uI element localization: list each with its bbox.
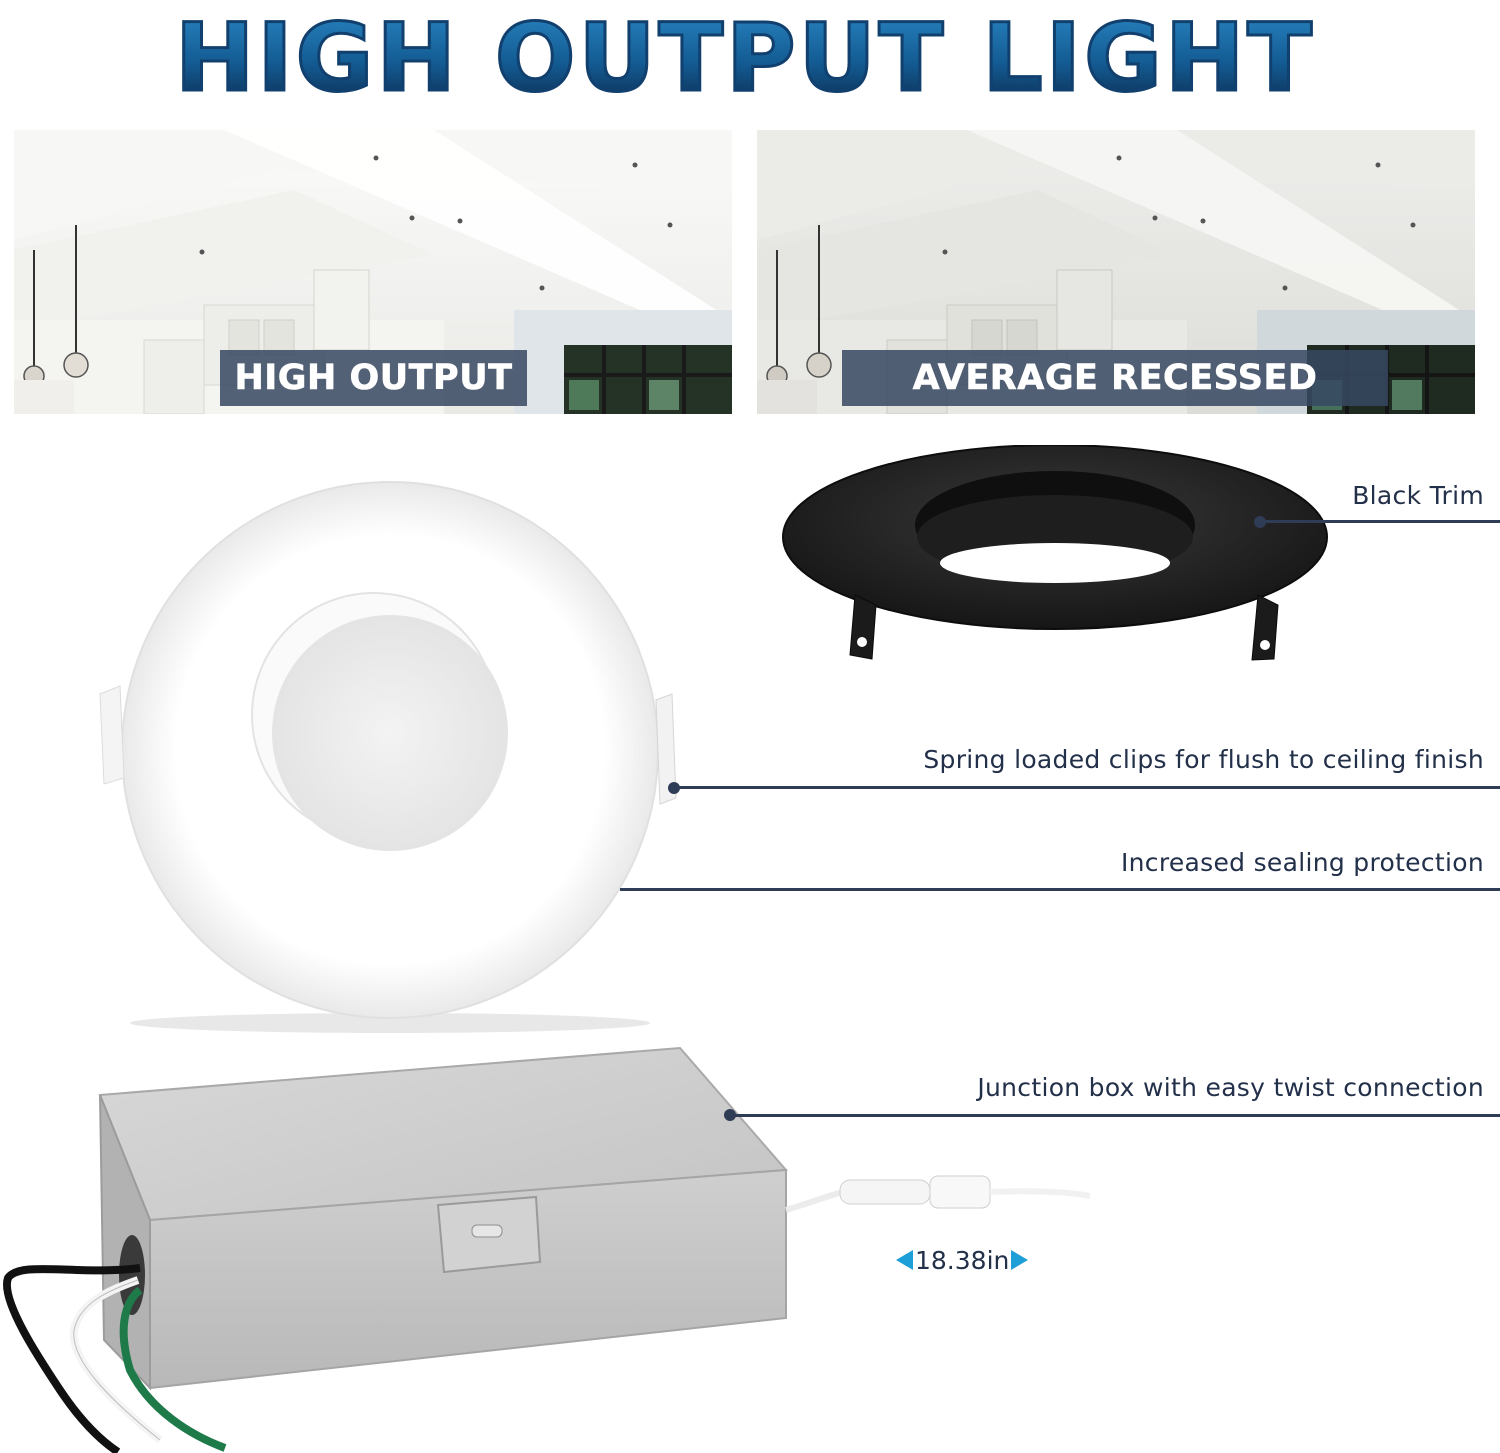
black-trim-image	[782, 445, 1328, 661]
high-output-badge: HIGH OUTPUT	[220, 350, 527, 406]
triangle-left-icon	[896, 1250, 913, 1270]
sealing-label: Increased sealing protection	[1120, 848, 1484, 877]
black-trim-marker	[1254, 516, 1266, 528]
sealing-leader	[620, 888, 1500, 891]
spring-clips-label: Spring loaded clips for flush to ceiling…	[923, 745, 1484, 774]
black-trim-leader	[1261, 520, 1500, 523]
junction-box-label: Junction box with easy twist connection	[977, 1073, 1484, 1102]
headline-text: HIGH OUTPUT LIGHT	[175, 4, 1315, 113]
spring-clips-leader	[674, 786, 1500, 789]
junction-box-marker	[724, 1109, 736, 1121]
cable-length-value: 18.38in	[915, 1245, 1010, 1275]
black-trim-label: Black Trim	[1352, 481, 1484, 510]
downlight-image	[99, 481, 677, 1033]
junction-box-image	[2, 1046, 1090, 1453]
high-output-photo	[14, 130, 732, 414]
headline: HIGH OUTPUT LIGHT	[174, 3, 1315, 115]
average-lights-badge: AVERAGE RECESSED LIGHTS	[842, 350, 1388, 454]
triangle-right-icon	[1011, 1250, 1029, 1270]
spring-clips-marker	[668, 782, 680, 794]
junction-box-leader	[730, 1114, 1500, 1117]
cable-length-dimension: 18.38in	[896, 1242, 1029, 1278]
